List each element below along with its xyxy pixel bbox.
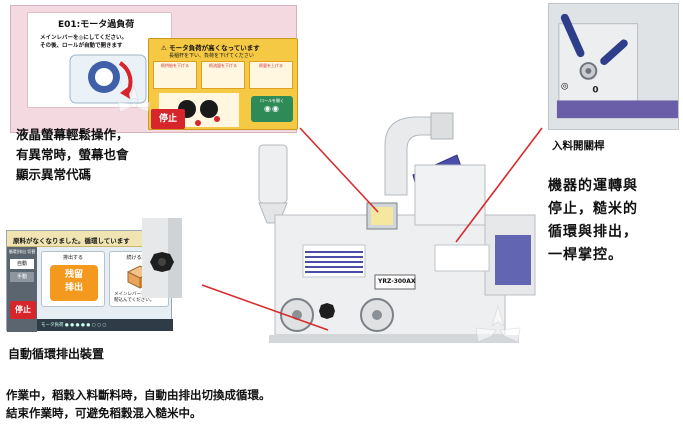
lcd-caption: 液晶螢幕輕鬆操作， 有異常時，螢幕也會 顯示異常代碼 bbox=[16, 127, 129, 182]
error-instruction-1: メインレバーを◎にしてください。 bbox=[40, 35, 127, 41]
discharge-label: 排出する bbox=[62, 255, 83, 261]
discharge-panel: 排出する 残留 排出 bbox=[41, 251, 105, 307]
continue-hint: メインレバーを◎にして、 籾込んでください。 bbox=[114, 292, 168, 303]
error-title: E01:モータ過負荷 bbox=[58, 20, 135, 30]
svg-text:0: 0 bbox=[592, 86, 598, 96]
knob-inset-photo bbox=[142, 218, 182, 298]
manual-mode-button[interactable]: 手動 bbox=[10, 272, 34, 282]
warning-title: ⚠ モータ負荷が高くなっています bbox=[161, 44, 260, 52]
auto-cycle-caption: 自動循環排出裝置 bbox=[8, 347, 105, 361]
circulation-header: 原料がなくなりました。循環しています bbox=[7, 231, 171, 247]
roll-indicator-icon: ◉◉ bbox=[264, 104, 280, 113]
continue-label: 続ける場合 bbox=[126, 255, 152, 261]
warning-option-1: 籾供給を下げる bbox=[153, 61, 197, 89]
watermark-logo-icon bbox=[475, 304, 521, 343]
warning-subtitle: 長稲杆を下い、負荷を下げてください bbox=[169, 53, 254, 59]
residual-discharge-button[interactable]: 残留 排出 bbox=[50, 265, 98, 301]
warning-option-3: 籾量を上げる bbox=[249, 61, 293, 89]
motor-load-footer: モータ負荷 ● ● ● ● ● ○ ○ ○ bbox=[37, 319, 173, 331]
bottom-caption: 作業中，稻穀入料斷料時，自動由排出切換成循環。 結束作業時，可避免稻穀混入糙米中… bbox=[6, 388, 271, 420]
lever-control-caption: 機器的運轉與 停止，糙米的 循環與排出， 一桿掌控。 bbox=[548, 178, 638, 263]
stop-button-bottom[interactable]: 停止 bbox=[10, 301, 36, 319]
warning-option-2: 籾流量を下げる bbox=[201, 61, 245, 89]
lever-dial-icon bbox=[69, 54, 147, 104]
mode-sidebar: 循環|排出 切替 自動 手動 停止 bbox=[7, 247, 37, 332]
feed-lever-photo: ◎ 0 bbox=[548, 3, 679, 130]
watermark-logo-icon bbox=[117, 84, 151, 113]
auto-mode-button[interactable]: 自動 bbox=[10, 259, 34, 269]
error-instruction-2: その後、ロールが自動で開きます bbox=[40, 43, 123, 49]
open-roll-button[interactable]: ロールを開く ◉◉ bbox=[251, 96, 293, 122]
feed-lever-caption: 入料開關桿 bbox=[552, 140, 605, 152]
error-card: E01:モータ過負荷 メインレバーを◎にしてください。 その後、ロールが自動で開… bbox=[27, 12, 172, 108]
stop-button-top[interactable]: 停止 bbox=[151, 109, 185, 129]
mode-label: 循環|排出 切替 bbox=[8, 249, 36, 254]
model-label: YRZ-300AX bbox=[378, 278, 416, 285]
svg-text:◎: ◎ bbox=[561, 82, 569, 92]
